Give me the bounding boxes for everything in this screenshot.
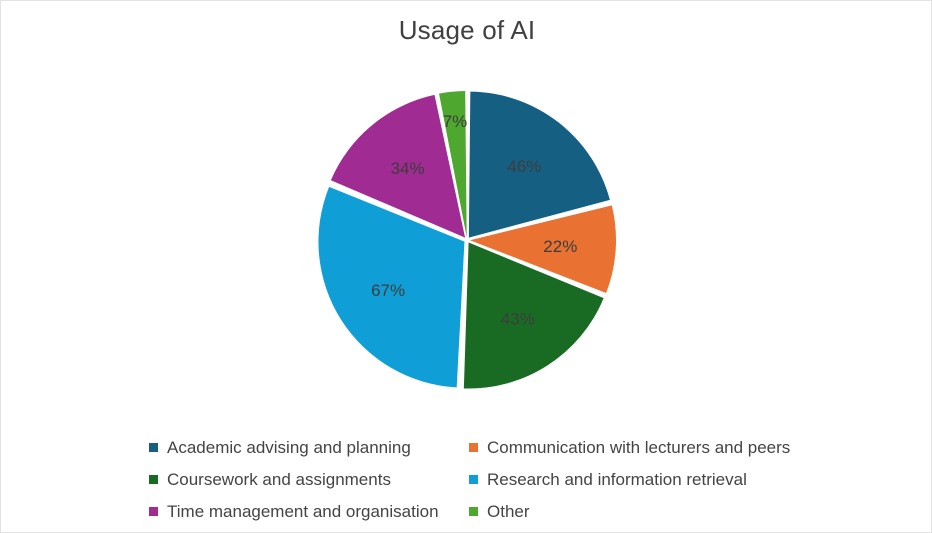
legend-swatch-icon <box>149 506 158 516</box>
pie-slice[interactable] <box>318 186 465 388</box>
legend-item-label: Communication with lecturers and peers <box>487 437 791 457</box>
pie-data-label: 22% <box>543 237 577 256</box>
legend-item-label: Research and information retrieval <box>487 469 747 489</box>
pie-slice-group <box>318 91 616 389</box>
legend-swatch-icon <box>469 474 478 484</box>
pie-slice[interactable] <box>439 91 467 238</box>
legend-item-label: Other <box>487 501 530 521</box>
legend-item[interactable]: Coursework and assignments <box>149 471 469 488</box>
legend-item[interactable]: Research and information retrieval <box>469 471 849 488</box>
chart-title: Usage of AI <box>398 15 536 45</box>
legend-swatch-icon <box>149 474 158 484</box>
legend-item-label: Academic advising and planning <box>167 437 411 457</box>
pie-data-label: 7% <box>443 112 468 131</box>
legend-item[interactable]: Time management and organisation <box>149 503 469 520</box>
legend-swatch-icon <box>149 442 158 452</box>
legend-item-label: Coursework and assignments <box>167 469 391 489</box>
legend-item[interactable]: Other <box>469 503 849 520</box>
pie-slice[interactable] <box>330 94 466 238</box>
legend-swatch-icon <box>469 442 478 452</box>
pie-chart-plot-area: 46% 22% 43% 67% 34% 7% <box>1 1 932 421</box>
legend-item-label: Time management and organisation <box>167 501 439 521</box>
pie-data-label-group: 46% 22% 43% 67% 34% 7% <box>371 112 577 329</box>
pie-data-label: 67% <box>371 281 405 300</box>
legend-swatch-icon <box>469 506 478 516</box>
pie-data-label: 46% <box>507 157 541 176</box>
legend-item[interactable]: Academic advising and planning <box>149 439 469 456</box>
legend-item[interactable]: Communication with lecturers and peers <box>469 439 849 456</box>
pie-data-label: 43% <box>501 310 535 329</box>
pie-slice[interactable] <box>469 205 616 293</box>
pie-chart-svg: 46% 22% 43% 67% 34% 7% <box>318 91 616 389</box>
pie-slice[interactable] <box>463 242 604 389</box>
pie-data-label: 34% <box>391 159 425 178</box>
pie-slice[interactable] <box>468 91 610 238</box>
